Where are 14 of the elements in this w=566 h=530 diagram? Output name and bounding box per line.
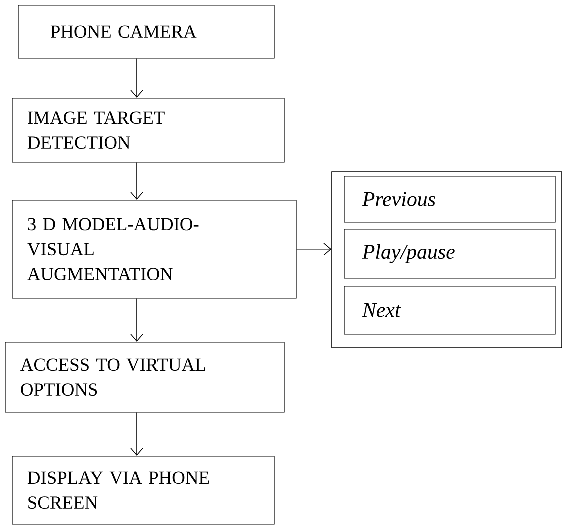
process-box: ACCESS TO VIRTUAL OPTIONS [5, 342, 285, 413]
option-box: Previous [344, 176, 556, 223]
process-box: DISPLAY VIA PHONE SCREEN [12, 456, 275, 525]
arrow [130, 412, 144, 456]
process-box: PHONE CAMERA [18, 4, 275, 59]
group-box [332, 172, 562, 348]
option-box: Play/pause [344, 228, 556, 279]
arrow [130, 58, 144, 98]
option-box: Next [344, 286, 556, 335]
arrow [130, 298, 144, 342]
arrow [130, 162, 144, 200]
process-box: IMAGE TARGET DETECTION [12, 98, 285, 163]
process-box: 3 D MODEL-AUDIO-VISUAL AUGMENTATION [12, 200, 297, 299]
arrow [296, 242, 332, 256]
